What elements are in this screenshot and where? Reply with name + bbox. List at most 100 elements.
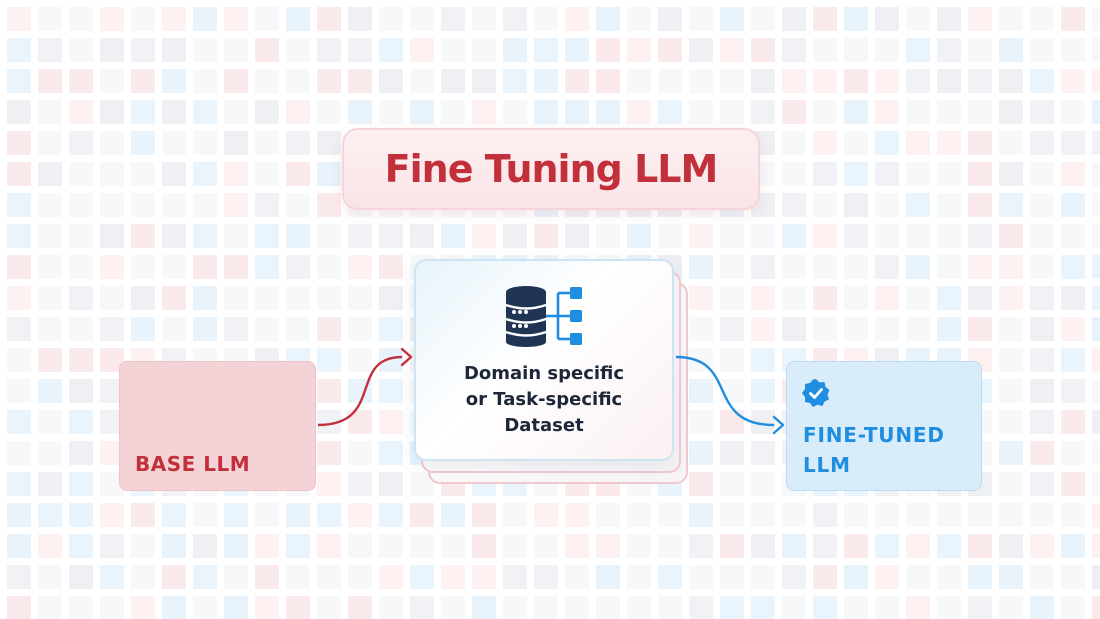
background-tile [1030,596,1054,619]
background-tile [286,596,310,619]
background-tile [1030,379,1054,403]
background-tile [69,503,93,527]
background-tile [689,286,713,310]
background-tile [1030,100,1054,124]
background-tile [224,7,248,31]
background-tile [100,317,124,341]
background-tile [131,286,155,310]
background-tile [720,596,744,619]
background-tile [565,503,589,527]
background-tile [968,224,992,248]
background-tile [162,7,186,31]
background-tile [224,255,248,279]
background-tile [875,7,899,31]
background-tile [720,534,744,558]
background-tile [999,286,1023,310]
background-tile [441,7,465,31]
diagram-title: Fine Tuning LLM [384,147,719,191]
background-tile [317,317,341,341]
background-tile [7,534,31,558]
background-tile [906,193,930,217]
background-tile [782,69,806,93]
background-tile [813,534,837,558]
background-tile [317,441,341,465]
background-tile [751,441,775,465]
background-tile [1061,410,1085,434]
background-tile [38,348,62,372]
background-tile [472,69,496,93]
background-tile [410,38,434,62]
background-tile [472,565,496,589]
background-tile [224,131,248,155]
background-tile [875,565,899,589]
background-tile [348,255,372,279]
background-tile [1092,503,1100,527]
background-tile [1092,596,1100,619]
background-tile [224,317,248,341]
background-tile [968,131,992,155]
background-tile [317,379,341,403]
background-tile [7,472,31,496]
background-tile [596,7,620,31]
background-tile [193,565,217,589]
background-tile [751,100,775,124]
background-tile [751,255,775,279]
background-tile [162,224,186,248]
background-tile [193,317,217,341]
background-tile [968,534,992,558]
dataset-description: Domain specific or Task-specific Dataset [416,361,672,439]
background-tile [782,534,806,558]
background-tile [999,100,1023,124]
background-tile [1030,69,1054,93]
background-tile [968,596,992,619]
background-tile [410,100,434,124]
background-tile [999,255,1023,279]
background-tile [844,224,868,248]
background-tile [689,503,713,527]
background-tile [131,38,155,62]
background-tile [193,534,217,558]
background-tile [7,131,31,155]
background-tile [441,224,465,248]
background-tile [1061,534,1085,558]
background-tile [286,503,310,527]
background-tile [503,224,527,248]
database-network-icon [505,286,582,347]
background-tile [162,565,186,589]
background-tile [999,224,1023,248]
background-tile [844,565,868,589]
background-tile [7,69,31,93]
background-tile [813,565,837,589]
background-tile [410,503,434,527]
background-tile [69,100,93,124]
background-tile [410,565,434,589]
background-tile [1061,379,1085,403]
background-tile [7,38,31,62]
background-tile [472,224,496,248]
background-tile [937,534,961,558]
background-tile [875,255,899,279]
background-tile [224,162,248,186]
background-tile [69,348,93,372]
background-tile [782,224,806,248]
background-tile [813,503,837,527]
background-tile [348,410,372,434]
background-tile [131,503,155,527]
background-tile [1061,131,1085,155]
background-tile [968,193,992,217]
background-tile [7,224,31,248]
background-tile [7,410,31,434]
background-tile [1061,7,1085,31]
background-tile [503,38,527,62]
background-tile [100,100,124,124]
background-tile [131,69,155,93]
background-tile [100,38,124,62]
background-tile [844,534,868,558]
background-tile [286,100,310,124]
background-tile [689,379,713,403]
background-tile [162,534,186,558]
background-tile [472,100,496,124]
background-tile [100,224,124,248]
background-tile [999,38,1023,62]
background-tile [286,255,310,279]
